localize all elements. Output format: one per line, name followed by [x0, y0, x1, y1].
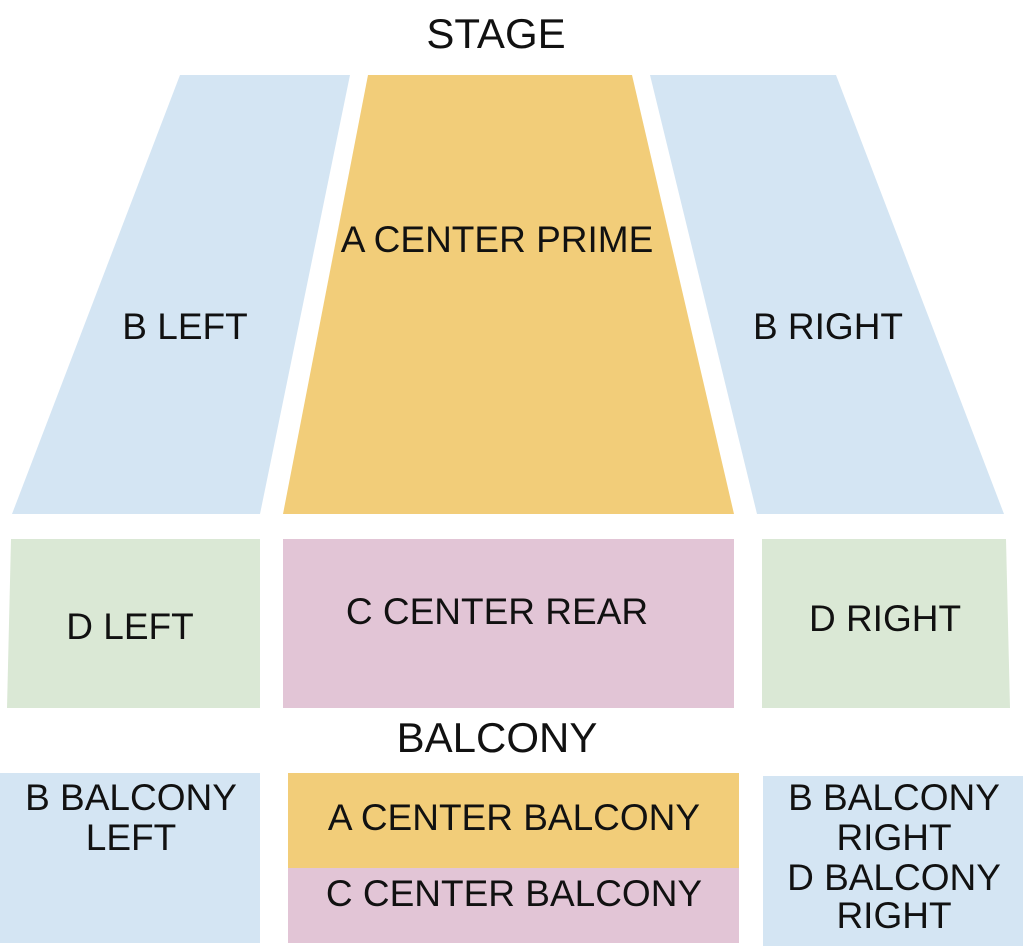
section-c-center-rear-shape[interactable]: [283, 539, 734, 708]
section-a-center-prime-label: A CENTER PRIME: [341, 219, 654, 260]
section-d-right-label: D RIGHT: [809, 598, 961, 639]
section-a-center-prime[interactable]: A CENTER PRIME: [283, 75, 734, 514]
section-d-left[interactable]: D LEFT: [7, 539, 260, 708]
section-a-center-balcony-label: A CENTER BALCONY: [328, 797, 700, 838]
section-b-balcony-right-label-line2: RIGHT: [836, 817, 951, 858]
section-c-center-rear-label: C CENTER REAR: [346, 591, 648, 632]
section-d-right-shape[interactable]: [762, 539, 1010, 708]
section-d-balcony-right[interactable]: D BALCONY RIGHT: [787, 857, 1001, 936]
section-d-right[interactable]: D RIGHT: [762, 539, 1010, 708]
section-d-left-shape[interactable]: [7, 539, 260, 708]
section-b-balcony-left-label-line2: LEFT: [86, 817, 176, 858]
balcony-heading: BALCONY: [397, 714, 598, 761]
section-a-center-balcony-shape[interactable]: [288, 773, 739, 868]
stage-heading: STAGE: [426, 10, 565, 57]
section-b-left-shape[interactable]: [12, 75, 350, 514]
section-b-balcony-right[interactable]: B BALCONY RIGHT: [763, 776, 1023, 946]
section-a-center-balcony[interactable]: A CENTER BALCONY: [288, 773, 739, 868]
section-c-center-balcony[interactable]: C CENTER BALCONY: [288, 868, 739, 943]
section-b-balcony-right-label-line1: B BALCONY: [788, 777, 1000, 818]
section-b-left-label: B LEFT: [122, 306, 247, 347]
section-b-balcony-left[interactable]: B BALCONY LEFT: [0, 773, 260, 943]
section-c-center-rear[interactable]: C CENTER REAR: [283, 539, 734, 708]
section-b-balcony-right-shape[interactable]: [763, 776, 1023, 946]
section-b-balcony-left-label-line1: B BALCONY: [25, 777, 237, 818]
section-b-right-label: B RIGHT: [753, 306, 903, 347]
section-b-right-shape[interactable]: [650, 75, 1004, 514]
section-c-center-balcony-shape[interactable]: [288, 868, 739, 943]
section-c-center-balcony-label: C CENTER BALCONY: [326, 873, 702, 914]
section-d-balcony-right-label-line2: RIGHT: [836, 895, 951, 936]
section-a-center-prime-shape[interactable]: [283, 75, 734, 514]
section-b-right[interactable]: B RIGHT: [650, 75, 1004, 514]
section-d-left-label: D LEFT: [66, 606, 193, 647]
section-d-balcony-right-label-line1: D BALCONY: [787, 857, 1001, 898]
section-b-balcony-left-shape[interactable]: [0, 773, 260, 943]
section-b-left[interactable]: B LEFT: [12, 75, 350, 514]
